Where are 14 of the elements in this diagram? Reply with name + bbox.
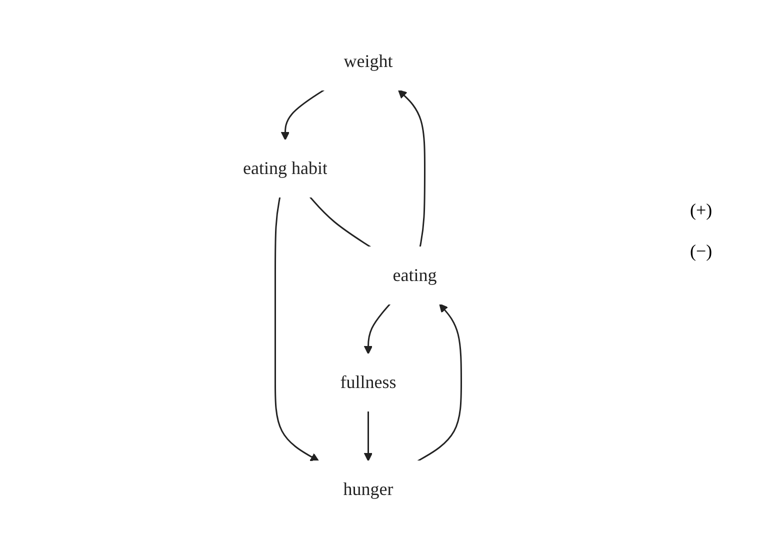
arrow [364,411,373,462]
arrow [418,304,462,462]
connector [310,196,372,248]
node-text: fullness [340,372,396,392]
arrow [398,90,426,248]
node-text: eating [392,265,437,285]
node-text: weight [344,51,393,71]
loop-sign: (−) [690,241,714,262]
arrow [280,89,325,140]
loop-sign: (+) [690,200,714,221]
node-text: hunger [343,479,394,499]
node-text: eating habit [243,158,328,178]
arrow [364,304,391,354]
arrow [274,196,320,462]
